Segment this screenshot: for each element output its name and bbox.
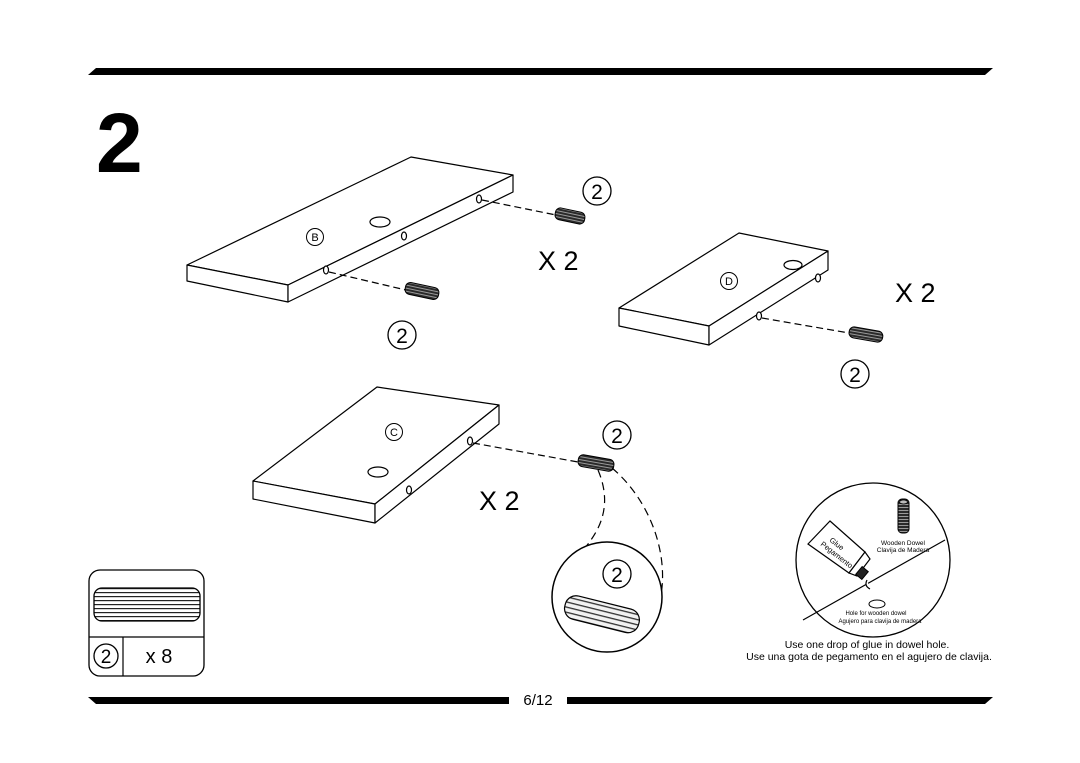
board-d (618, 232, 829, 346)
wooden-dowel-icon (404, 207, 586, 300)
dowel-label-es: Clavija de Madera (877, 547, 930, 554)
svg-text:2: 2 (611, 425, 623, 448)
step-number: 2 (96, 96, 143, 190)
board-b-dowel-lines (328, 199, 557, 291)
hardware-quantity: x 8 (146, 646, 173, 668)
board-b-multiplier: X 2 (538, 246, 579, 276)
wooden-dowel-icon (897, 498, 910, 534)
glue-instruction-en: Use one drop of glue in dowel hole. (785, 639, 950, 651)
board-d-multiplier: X 2 (895, 278, 936, 308)
circled-number-icon: 2 (840, 359, 870, 389)
dowel-label-en: Wooden Dowel (881, 540, 926, 547)
wooden-dowel-icon (848, 326, 884, 343)
wooden-dowel-icon (577, 454, 615, 472)
circled-number-icon: 2 2 (387, 176, 612, 350)
footer-rule-right (567, 697, 993, 704)
hardware-box: 2 x 8 (88, 569, 205, 677)
circled-number-icon: 2 (602, 420, 632, 450)
wooden-dowel-icon (93, 587, 201, 622)
board-c (252, 386, 500, 524)
hardware-part-ref: 2 (101, 647, 112, 668)
svg-text:2: 2 (396, 325, 408, 348)
footer-rule-left (88, 697, 509, 704)
hole-label-en: Hole for wooden dowel (845, 611, 906, 617)
glue-detail: Hole for wooden dowel Agujero para clavi… (795, 482, 951, 638)
svg-text:2: 2 (611, 564, 623, 587)
zoom-callout: 2 (551, 541, 663, 653)
svg-text:2: 2 (591, 181, 603, 204)
glue-instruction-es: Use una gota de pegamento en el agujero … (746, 651, 992, 663)
board-d-dowel-line (761, 317, 850, 334)
board-d-label: D (720, 272, 738, 290)
board-b-label: B (306, 228, 324, 246)
hole-label-es: Agujero para clavija de madera (838, 619, 922, 625)
top-rule (88, 68, 993, 75)
zoom-callout-lines (584, 467, 664, 601)
board-c-multiplier: X 2 (479, 486, 520, 516)
board-c-label: C (385, 423, 403, 441)
svg-text:C: C (390, 427, 398, 439)
svg-text:D: D (725, 276, 733, 288)
board-c-dowel-line (472, 442, 579, 463)
page-number: 6/12 (523, 692, 552, 709)
svg-text:2: 2 (849, 364, 861, 387)
board-b (186, 156, 514, 303)
svg-text:B: B (311, 232, 318, 244)
